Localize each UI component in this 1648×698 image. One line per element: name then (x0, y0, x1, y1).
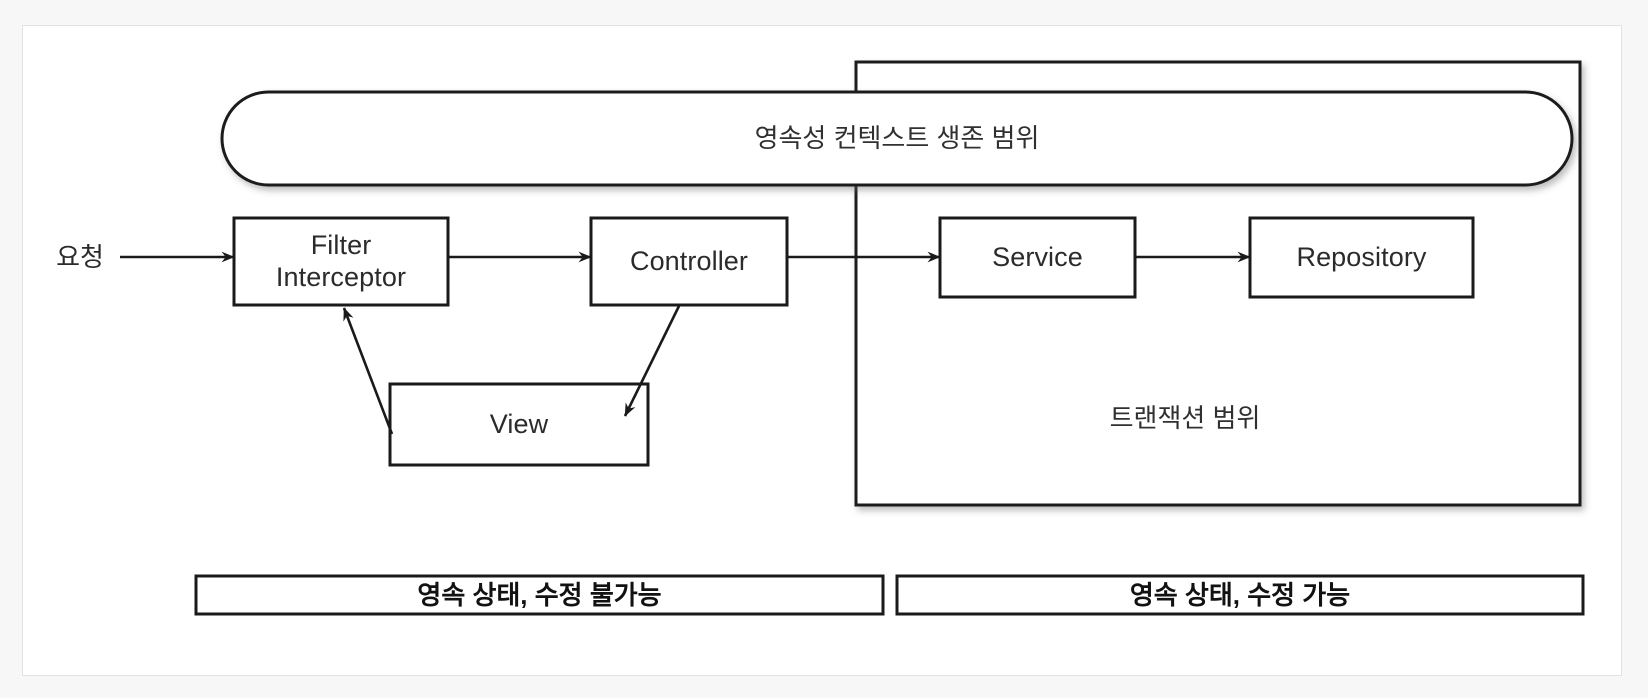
persistence-context-scope-shape (220, 90, 1574, 187)
service-box[interactable] (938, 216, 1137, 299)
controller-box[interactable] (589, 216, 789, 307)
legend-right-box (895, 574, 1585, 616)
view-box[interactable] (388, 382, 650, 467)
arrow-view-to-filter (342, 307, 394, 435)
arrow-controller-to-view (623, 305, 681, 417)
filter-interceptor-box[interactable] (232, 216, 450, 307)
legend-left-box (194, 574, 885, 616)
repository-box[interactable] (1248, 216, 1475, 299)
